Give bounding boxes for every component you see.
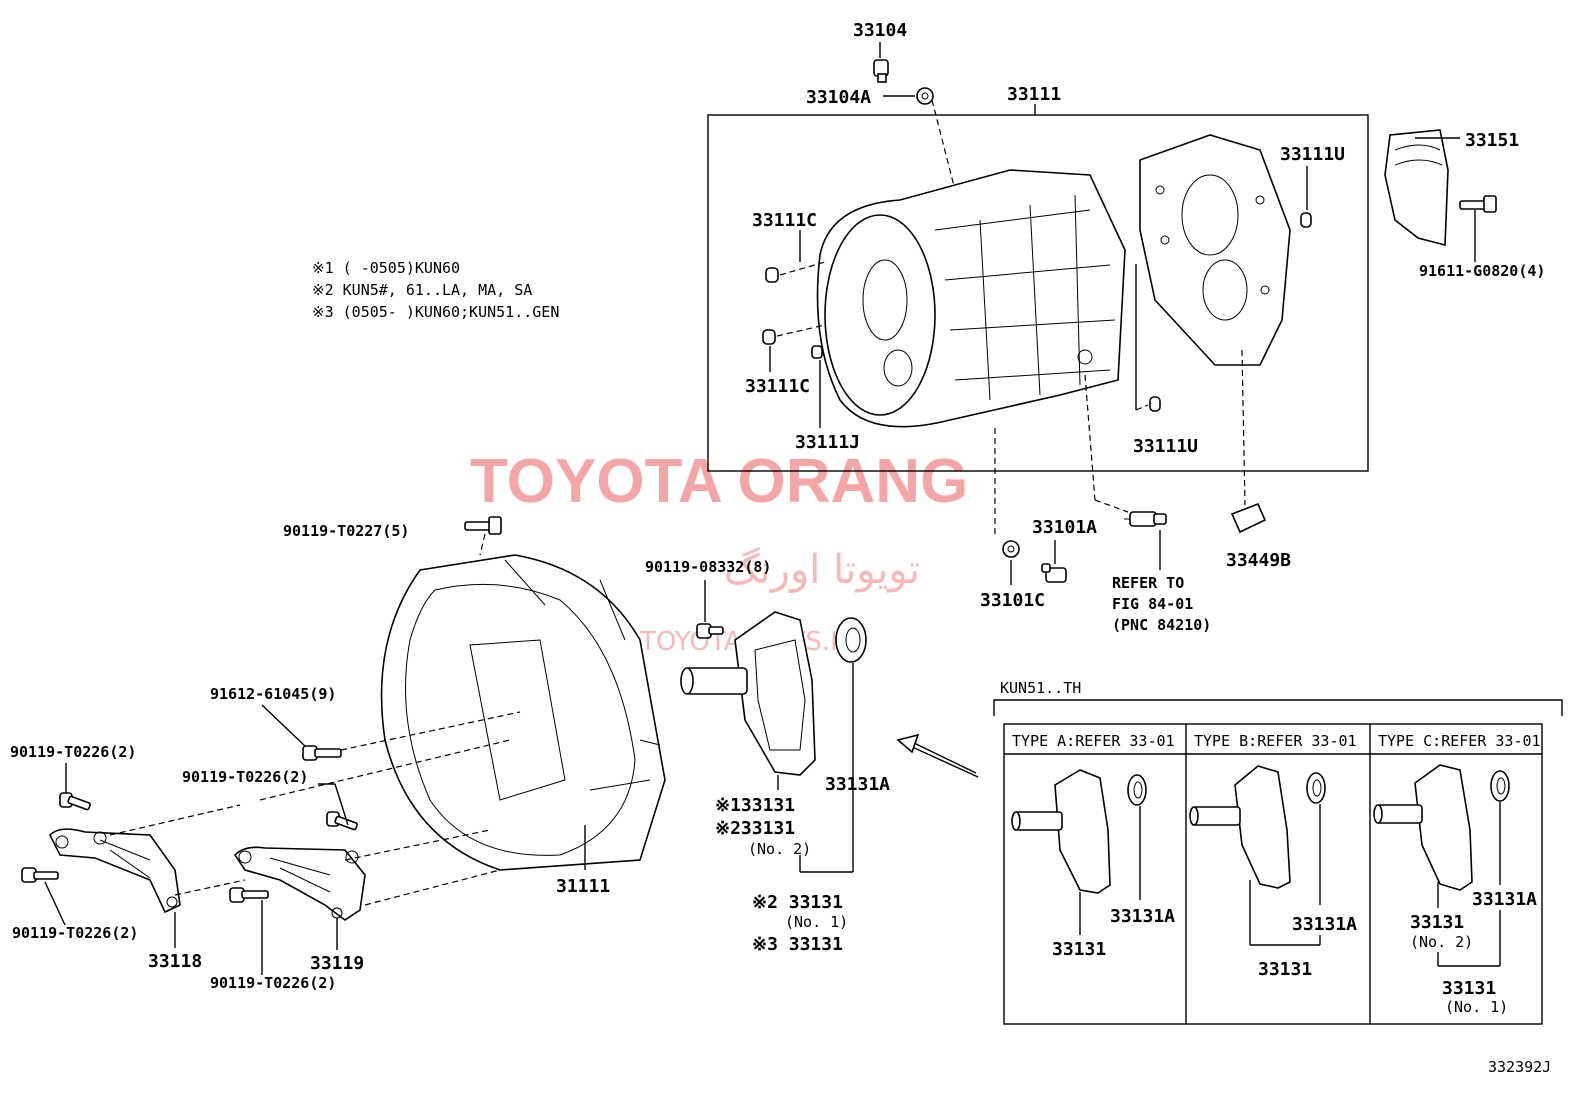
label-33118: 33118 [148,951,202,972]
label-90119-T0227: 90119-T0227(5) [283,522,409,540]
bolt-90119-T0226-a [59,792,91,811]
type-c-extra-label: 33131 [1442,978,1496,999]
type-b-header: TYPE B:REFER 33-01 [1194,732,1357,750]
bolt-90119-T0227 [464,516,502,535]
cover-33151 [1384,129,1449,247]
refer-line-3: (PNC 84210) [1112,616,1211,634]
refer-line-2: FIG 84-01 [1112,595,1193,613]
label-33131A: 33131A [825,774,890,795]
label-33131-m2-no: (No. 2) [748,840,811,858]
sensor-84210 [1124,511,1167,527]
label-90119-T0226-b: 90119-T0226(2) [182,768,308,786]
washer-33104A [916,87,934,105]
rear-plate [1139,134,1291,366]
label-33111C-top: 33111C [752,210,817,231]
retainer-33131 [680,611,816,776]
type-c-extra-no: (No. 1) [1445,998,1508,1016]
label-33151: 33151 [1465,130,1519,151]
label-90119-T0226-a: 90119-T0226(2) [10,743,136,761]
inset-title: KUN51..TH [1000,679,1081,697]
type-c-retainer [1373,764,1473,891]
type-c-header: TYPE C:REFER 33-01 [1378,732,1541,750]
label-33111J: 33111J [795,432,860,453]
label-33111U-top: 33111U [1280,144,1345,165]
inset-box [1003,723,1543,1025]
type-b-seal [1306,772,1326,804]
dowel-33111U-top [1300,212,1312,228]
bracket-33119 [233,846,366,921]
label-33101C: 33101C [980,590,1045,611]
type-a-seal [1127,774,1147,806]
label-90119-T0226-d: 90119-T0226(2) [210,974,336,992]
type-c-seal-label: 33131A [1472,889,1537,910]
bell-housing-31111 [380,554,666,871]
type-b-part-label: 33131 [1258,959,1312,980]
figure-id: 332392J [1488,1058,1551,1076]
note-1: ※1 ( -0505)KUN60 [312,259,460,277]
label-33449B: 33449B [1226,550,1291,571]
bolt-90119-T0226-c [21,867,59,883]
bracket-33118 [49,828,181,914]
label-31111: 31111 [556,876,610,897]
plug-33104 [873,59,889,83]
dowel-33111C-bot [762,329,776,345]
label-90119-T0226-c: 90119-T0226(2) [12,924,138,942]
type-a-header: TYPE A:REFER 33-01 [1012,732,1175,750]
label-33131-m3-no: (No. 1) [785,913,848,931]
assembly-box-33111 [707,114,1369,472]
note-2: ※2 KUN5#, 61..LA, MA, SA [312,281,532,299]
label-33131-m2: ※233131 [715,818,795,839]
watermark-arabic: تویوتا اورنگ [724,547,920,593]
washer-33101C [1002,540,1020,558]
clip-33449B [1230,502,1267,534]
bolt-90119-T0226-d [229,887,269,903]
label-90119-08332: 90119-08332(8) [645,558,771,576]
type-a-seal-label: 33131A [1110,906,1175,927]
label-33131-m3: ※2 33131 [752,892,843,913]
watermark-main: TOYOTA ORANG [470,447,968,516]
bolt-91612 [302,745,342,761]
type-c-part-no: (No. 2) [1410,933,1473,951]
oil-seal-33131A [835,617,867,663]
dowel-33111U-bot [1149,396,1161,412]
type-c-seal [1490,770,1510,802]
type-b-seal-label: 33131A [1292,914,1357,935]
label-33131-m1: ※133131 [715,795,795,816]
bolt-90119-T0226-b [326,811,358,831]
label-33111: 33111 [1007,84,1061,105]
bolt-91611 [1459,195,1497,213]
label-33119: 33119 [310,953,364,974]
plug-33101A [1041,563,1067,583]
transmission-case [816,169,1126,428]
type-a-retainer [1011,769,1111,894]
label-33111C-bot: 33111C [745,376,810,397]
type-c-part-label: 33131 [1410,912,1464,933]
dowel-33111J [811,345,823,359]
note-3: ※3 (0505- )KUN60;KUN51..GEN [312,303,559,321]
type-b-retainer [1189,765,1291,889]
label-33104A: 33104A [806,87,871,108]
refer-line-1: REFER TO [1112,574,1184,592]
arrow-to-inset [896,733,979,778]
label-33111U-bot: 33111U [1133,436,1198,457]
type-a-part-label: 33131 [1052,939,1106,960]
label-91612: 91612-61045(9) [210,685,336,703]
bolt-90119-08332 [696,623,724,639]
label-33101A: 33101A [1032,517,1097,538]
label-91611: 91611-G0820(4) [1419,262,1545,280]
dowel-33111C-top [765,267,779,283]
label-33131-m4: ※3 33131 [752,934,843,955]
label-33104: 33104 [853,20,907,41]
